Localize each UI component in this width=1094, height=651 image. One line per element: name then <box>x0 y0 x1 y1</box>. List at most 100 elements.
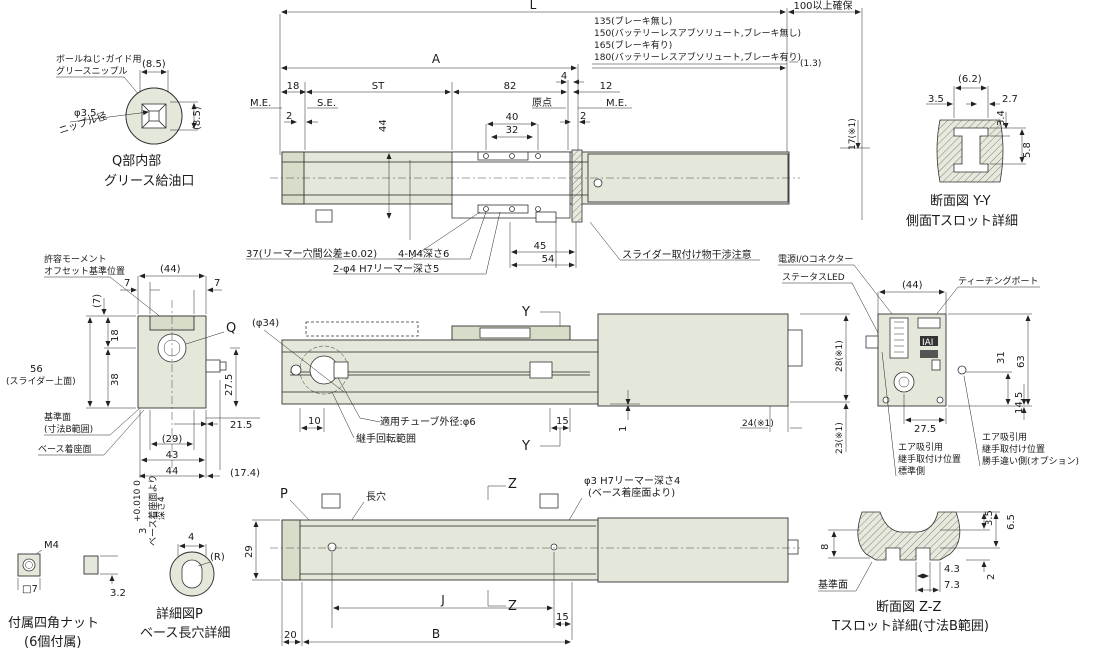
dim-18: 18 <box>287 81 300 92</box>
note-37: 37(リーマー穴間公差±0.02) <box>246 247 377 260</box>
me-left: M.E. <box>250 98 271 109</box>
sv-dim-24: 24(※1) <box>742 419 774 429</box>
rv-dim-14-5: 14.5 <box>1014 392 1025 414</box>
bv-note-phi3-1: φ3 H7リーマー深さ4 <box>584 475 680 487</box>
pd-note: ベース着座面より <box>147 475 159 546</box>
q-label-grease: ボールねじ･ガイド用 <box>56 54 142 65</box>
sv-label-y-bot: Y <box>521 439 530 454</box>
dim-ST: ST <box>372 81 385 92</box>
zz-section: 3.5 6.5 8 4.3 7.3 2 基準面 断面図 Z-Z Tスロット詳細(… <box>818 510 1017 634</box>
brake-note-3: 165(ブレーキ有り) <box>594 39 672 51</box>
top-view: L 100以上確保 135(ブレーキ無し) 150(バッテリーレスアブソリュート… <box>246 0 870 275</box>
q-detail: ボールねじ･ガイド用 グリースニップル (8.5) (8.5) φ3.5 ニップ… <box>56 54 203 189</box>
sv-label-y-top: Y <box>521 305 530 320</box>
ev-dim-7-left: 7 <box>124 278 130 289</box>
dim-1-3: (1.3) <box>800 59 821 69</box>
sv-dim-15: 15 <box>556 416 569 427</box>
se: S.E. <box>317 98 336 109</box>
bottom-view: Z Z P 長穴 φ3 H7リーマー深さ4 (ベース着座面より) 29 J <box>244 475 800 646</box>
sv-dim-phi34: (φ34) <box>252 318 279 329</box>
nut-dim-3-2: 3.2 <box>110 588 126 599</box>
bv-dim-29: 29 <box>244 545 255 558</box>
nut-title-2: (6個付属) <box>24 635 81 650</box>
dim-54: 54 <box>542 254 555 265</box>
yy-title-2: 側面Tスロット詳細 <box>906 213 1018 229</box>
rv-label-power: 電源I/Oコネクター <box>778 254 853 265</box>
ev-label-base: ベース着座面 <box>38 443 92 455</box>
q-dim-phi3-5: φ3.5 <box>74 108 97 119</box>
sv-dim-10: 10 <box>308 416 321 427</box>
side-view: Y Y (φ34) 10 15 1 適用 <box>252 305 850 454</box>
rv-air-std-1: エア吸引用 <box>898 442 943 453</box>
pd-dim-r: (R) <box>210 552 225 563</box>
dim-32: 32 <box>506 125 519 136</box>
zz-dim-8: 8 <box>820 544 831 550</box>
dim-100: 100以上確保 <box>793 0 852 12</box>
q-label-nipple: グリースニップル <box>56 65 128 77</box>
bv-label-z-bot: Z <box>508 599 517 614</box>
ev-dim-29: (29) <box>162 434 183 445</box>
sv-dim-1: 1 <box>618 426 629 432</box>
bv-note-phi3-2: (ベース着座面より) <box>588 486 675 499</box>
sv-label-tube: 適用チューブ外径:φ6 <box>380 415 476 428</box>
dim-17: 17(※1) <box>848 118 858 150</box>
q-dim-8-5-h: (8.5) <box>142 59 166 70</box>
p-detail: 3 +0.010 0 ベース着座面より 深さ4 4 (R) 詳細図P ベース長穴… <box>133 475 230 641</box>
pd-note2: 深さ4 <box>156 496 167 520</box>
rv-air-std-3: 標準側 <box>898 465 925 477</box>
nut-label-m4: M4 <box>44 540 59 551</box>
yy-dim-3-4: 3.4 <box>996 110 1007 126</box>
ev-dim-44-top: (44) <box>160 264 181 275</box>
me-right: M.E. <box>606 98 627 109</box>
bv-label-z-top: Z <box>508 477 517 492</box>
bv-dim-J: J <box>440 593 445 607</box>
bv-dim-B: B <box>432 627 440 641</box>
pd-title-2: ベース長穴詳細 <box>140 625 230 641</box>
rear-view: 電源I/Oコネクター ステータスLED ティーチングポート (44) IAI <box>778 254 1079 477</box>
rv-air-opt-3: 勝手違い側(オプション) <box>982 455 1079 467</box>
dim-12: 12 <box>600 81 613 92</box>
bv-dim-15: 15 <box>556 612 569 623</box>
pd-dim-3: 3 <box>138 528 149 534</box>
yy-dim-3-5: 3.5 <box>928 94 944 105</box>
brake-note-2: 150(バッテリーレスアブソリュート,ブレーキ無し) <box>594 27 801 39</box>
rv-air-opt-1: エア吸引用 <box>982 432 1027 443</box>
ev-dim-21-5: 21.5 <box>230 420 252 431</box>
q-title-1: Q部内部 <box>112 153 161 169</box>
sv-label-joint: 継手回転範囲 <box>356 432 416 445</box>
ev-label-ref-2: (寸法B範囲) <box>44 423 93 435</box>
dim-82: 82 <box>504 81 517 92</box>
rv-air-opt-2: 継手取付け位置 <box>982 443 1045 455</box>
ev-dim-17-4: (17.4) <box>230 468 260 479</box>
zz-dim-7-3: 7.3 <box>944 580 960 591</box>
nut-detail: M4 □7 3.2 付属四角ナット (6個付属) <box>8 540 126 650</box>
ev-dim-7-v: (7) <box>92 294 103 308</box>
ev-dim-18: 18 <box>110 329 121 342</box>
yy-dim-2-7: 2.7 <box>1002 94 1018 105</box>
dim-A: A <box>432 52 441 66</box>
zz-title-1: 断面図 Z-Z <box>876 600 942 615</box>
rv-badge: IAI <box>922 338 933 348</box>
dim-4: 4 <box>561 71 567 82</box>
yy-title-1: 断面図 Y-Y <box>930 194 991 209</box>
ev-label-ref-1: 基準面 <box>44 411 71 423</box>
q-title-2: グリース給油口 <box>104 174 194 189</box>
nut-dim-7: □7 <box>22 584 38 595</box>
pd-title-1: 詳細図P <box>156 606 203 622</box>
pd-tol: +0.010 0 <box>133 480 143 522</box>
nut-title-1: 付属四角ナット <box>8 616 99 631</box>
dim-2-right: 2 <box>580 111 586 122</box>
dim-44: 44 <box>378 119 389 132</box>
bv-label-slot: 長穴 <box>366 490 386 503</box>
ev-dim-43: 43 <box>166 450 179 461</box>
bv-label-p: P <box>280 487 288 502</box>
zz-dim-6-5: 6.5 <box>1006 514 1017 530</box>
zz-title-2: Tスロット詳細(寸法B範囲) <box>831 618 989 634</box>
rv-dim-27-5: 27.5 <box>914 424 936 435</box>
note-slider: スライダー取付け物干渉注意 <box>622 248 752 261</box>
genten: 原点 <box>532 97 552 109</box>
zz-dim-4-3: 4.3 <box>944 564 960 575</box>
yy-dim-5-8: 5.8 <box>1022 142 1033 158</box>
brake-note-4: 180(バッテリーレスアブソリュート,ブレーキ有り) <box>594 51 801 63</box>
